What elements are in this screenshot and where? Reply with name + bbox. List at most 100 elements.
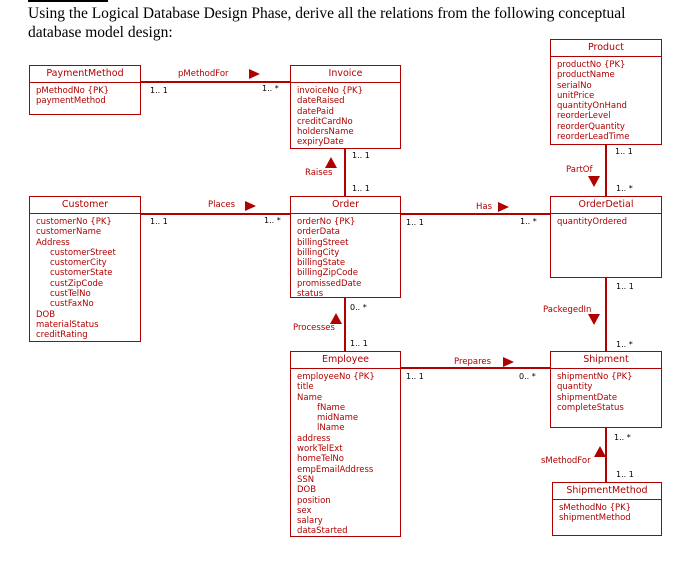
attribute: custFaxNo: [50, 299, 94, 310]
relationship-raises-label: Raises: [305, 168, 333, 178]
attribute: datePaid: [297, 106, 334, 117]
attribute: title: [297, 382, 314, 393]
entity-title: Order: [291, 197, 400, 214]
attribute: address: [297, 433, 331, 444]
attribute: shipmentMethod: [559, 513, 631, 524]
attribute: customerCity: [50, 258, 107, 269]
attribute: quantity: [557, 382, 593, 393]
attribute: pMethodNo {PK}: [36, 86, 110, 96]
multiplicity-label: 1.. 1: [406, 218, 424, 227]
pmethodfor-line: [140, 81, 290, 83]
relationship-processes-label: Processes: [293, 323, 335, 333]
places-line: [141, 213, 290, 215]
relationship-partof-label: PartOf: [566, 165, 593, 175]
attribute: productNo {PK}: [557, 60, 626, 70]
attribute: lName: [317, 423, 345, 434]
attribute: sMethodNo {PK}: [559, 503, 632, 513]
attribute: reorderLevel: [557, 111, 611, 122]
attribute: orderNo {PK}: [297, 217, 356, 227]
attribute: billingState: [297, 258, 346, 269]
direction-arrow-icon: [588, 176, 600, 187]
partof-line: [605, 145, 607, 196]
relationship-smethodfor-label: sMethodFor: [541, 456, 591, 466]
attribute: customerNo {PK}: [36, 217, 112, 227]
attribute: homeTelNo: [297, 454, 344, 465]
multiplicity-label: 1.. 1: [352, 184, 370, 193]
attribute: quantityOnHand: [557, 101, 627, 112]
raises-line: [344, 149, 346, 196]
attribute: status: [297, 289, 324, 300]
multiplicity-label: 1.. 1: [615, 147, 633, 156]
entity-title: Product: [551, 40, 661, 57]
entity-title: Employee: [291, 352, 400, 369]
attribute: shipmentNo {PK}: [557, 372, 633, 382]
question-text: Using the Logical Database Design Phase,…: [28, 5, 626, 41]
relationship-places-label: Places: [208, 200, 236, 210]
multiplicity-label: 1.. 1: [616, 470, 634, 479]
multiplicity-label: 1.. 1: [616, 282, 634, 291]
attribute: orderData: [297, 227, 340, 238]
attribute: Name: [297, 392, 323, 403]
multiplicity-label: 1.. *: [616, 340, 633, 349]
attribute: DOB: [36, 309, 56, 320]
entity-paymentmethod: PaymentMethod pMethodNo {PK} paymentMeth…: [29, 65, 141, 115]
attribute: invoiceNo {PK}: [297, 86, 364, 96]
entity-title: ShipmentMethod: [553, 483, 661, 500]
attribute: sex: [297, 505, 312, 516]
attribute: customerStreet: [50, 247, 116, 258]
attribute: custTelNo: [50, 289, 91, 300]
attribute: creditRating: [36, 330, 88, 341]
attribute: workTelExt: [297, 444, 343, 455]
attribute: dateRaised: [297, 96, 345, 107]
entity-title: Invoice: [291, 66, 400, 83]
relationship-packegedin-label: PackegedIn: [543, 305, 592, 315]
attribute: billingStreet: [297, 237, 349, 248]
attribute: empEmailAddress: [297, 464, 374, 475]
direction-arrow-icon: [503, 357, 514, 367]
direction-arrow-icon: [498, 202, 509, 212]
attribute: creditCardNo: [297, 116, 353, 127]
attribute: serialNo: [557, 80, 592, 91]
multiplicity-label: 1.. *: [264, 216, 281, 225]
multiplicity-label: 1.. *: [520, 217, 537, 226]
multiplicity-label: 1.. 1: [352, 151, 370, 160]
direction-arrow-icon: [330, 313, 342, 324]
relationship-pmethodfor-label: pMethodFor: [178, 69, 229, 79]
has-line: [400, 213, 550, 215]
packegedin-line: [605, 278, 607, 351]
attribute: quantityOrdered: [557, 217, 628, 227]
attribute: holdersName: [297, 127, 354, 138]
entity-title: PaymentMethod: [30, 66, 140, 83]
attribute: materialStatus: [36, 319, 99, 330]
attribute: completeStatus: [557, 402, 624, 413]
direction-arrow-icon: [249, 69, 260, 79]
attribute: position: [297, 495, 331, 506]
attribute: reorderLeadTime: [557, 132, 630, 143]
attribute: salary: [297, 516, 323, 527]
attribute: paymentMethod: [36, 96, 106, 107]
attribute: Address: [36, 237, 70, 248]
attribute: DOB: [297, 485, 317, 496]
attribute: shipmentDate: [557, 392, 618, 403]
entity-product: Product productNo {PK} productName seria…: [550, 39, 662, 145]
attribute: promissedDate: [297, 278, 362, 289]
prepares-line: [400, 367, 550, 369]
attribute: productName: [557, 70, 615, 81]
smethodfor-line: [605, 428, 607, 482]
attribute: employeeNo {PK}: [297, 372, 375, 382]
attribute: custZipCode: [50, 278, 104, 289]
attribute: customerName: [36, 227, 102, 238]
relationship-has-label: Has: [476, 202, 493, 212]
attribute: expiryDate: [297, 137, 344, 148]
multiplicity-label: 1.. *: [616, 184, 633, 193]
multiplicity-label: 0.. *: [519, 372, 536, 381]
multiplicity-label: 1.. *: [262, 84, 279, 93]
attribute: billingZipCode: [297, 268, 358, 279]
entity-title: OrderDetial: [551, 197, 661, 214]
multiplicity-label: 0.. *: [350, 303, 367, 312]
attribute: unitPrice: [557, 90, 595, 101]
attribute: fName: [317, 402, 346, 413]
attribute: billingCity: [297, 247, 340, 258]
direction-arrow-icon: [325, 157, 337, 168]
attribute: customerState: [50, 268, 113, 279]
